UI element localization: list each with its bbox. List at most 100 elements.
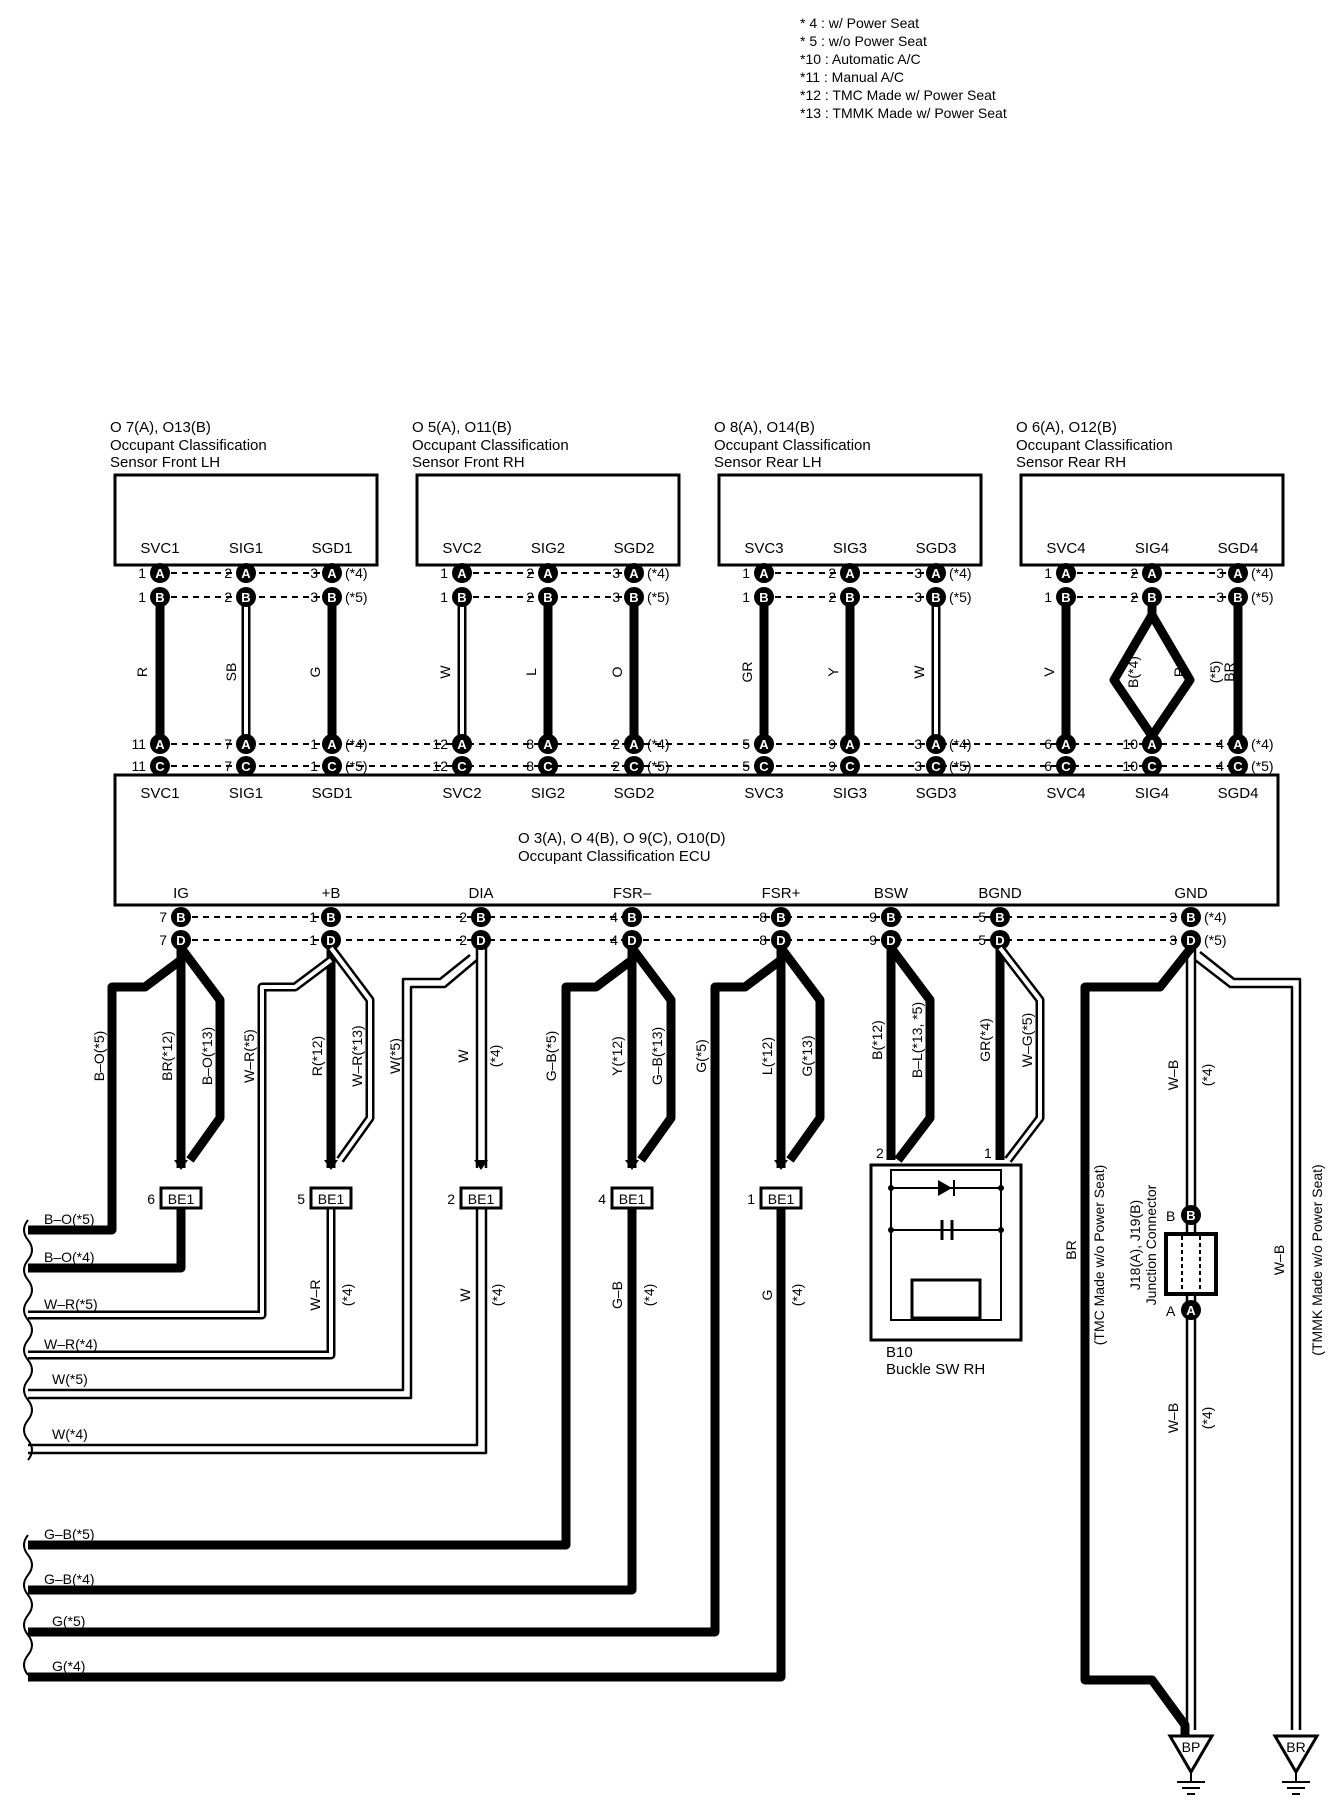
wire-label: W [457, 1288, 473, 1302]
connector-pin: C [150, 756, 170, 776]
pin-letter: B [759, 590, 768, 605]
pin-number: 1 [440, 589, 448, 605]
ecu-terminal-label: IG [173, 885, 189, 902]
pin-letter: D [476, 933, 485, 948]
pin-number: 11 [131, 758, 146, 774]
ecu-terminal-label: SIG3 [833, 785, 867, 802]
pin-number: 4 [598, 1191, 606, 1207]
connector-pin: A [538, 563, 558, 583]
out-label: B–O(*4) [44, 1249, 95, 1265]
wire-label: G(*5) [693, 1039, 709, 1072]
pin-letter: B [886, 910, 895, 925]
terminal-label: SGD3 [916, 540, 957, 557]
wire-label: W–R(*13) [349, 1025, 365, 1086]
legend-line: *10 : Automatic A/C [800, 51, 921, 67]
connector-pin: B [538, 587, 558, 607]
terminal-label: SGD2 [614, 540, 655, 557]
pin-letter: A [1061, 566, 1071, 581]
pin-letter: A [1233, 566, 1243, 581]
wire-label: W–R(*5) [241, 1029, 257, 1083]
pin-number: 7 [224, 736, 232, 752]
pin-letter: B [543, 590, 552, 605]
pin-number: 2 [828, 565, 836, 581]
wire-label: (*4) [641, 1284, 657, 1307]
pin-note: (*4) [345, 736, 368, 752]
wire-label: G–B(*5) [543, 1031, 559, 1082]
connector-pin: C [754, 756, 774, 776]
be1-label: BE1 [619, 1191, 646, 1207]
pin-number: 9 [869, 909, 877, 925]
connector-pin: B [622, 907, 642, 927]
pin-number: 2 [224, 565, 232, 581]
wire-label: W–R [307, 1279, 323, 1310]
pin-note: (*5) [647, 758, 670, 774]
pin-number: 5 [978, 909, 986, 925]
connector-pin: C [236, 756, 256, 776]
pin-number: 2 [459, 909, 467, 925]
wire [28, 1208, 786, 1682]
connector-pin: D [881, 930, 901, 950]
connector-pin: C [1228, 756, 1248, 776]
connector-pin: B [452, 587, 472, 607]
pin-letter: A [1166, 1303, 1176, 1319]
connector-pin: D [171, 930, 191, 950]
ecu-terminal-label: DIA [468, 885, 493, 902]
pin-number: 1 [747, 1191, 755, 1207]
wire-label: G [759, 1290, 775, 1301]
wire-label: B–O(*13) [199, 1027, 215, 1085]
connector-pin: A [322, 563, 342, 583]
sensor-box [1019, 473, 1285, 567]
pin-number: 1 [440, 565, 448, 581]
jconn-name: Junction Connector [1143, 1184, 1159, 1305]
legend-line: * 5 : w/o Power Seat [800, 33, 927, 49]
pin-letter: C [457, 759, 467, 774]
out-label: W–R(*5) [44, 1296, 98, 1312]
pin-letter: B [1186, 1208, 1195, 1223]
pin-note: (*4) [949, 736, 972, 752]
wire [887, 945, 935, 1163]
connector-pin: C [1056, 756, 1076, 776]
pin-number: 1 [310, 758, 318, 774]
wire [28, 956, 184, 1235]
sensor-wire-labels: R SB G W L O GR Y W V B(*4) R (*5) BR [134, 656, 1237, 688]
connector-pin: A [754, 563, 774, 583]
pin-letter: C [1061, 759, 1071, 774]
wire-label: V [1041, 667, 1057, 677]
wire-label: G(*13) [799, 1035, 815, 1076]
pin-number: 8 [759, 932, 767, 948]
wire-label: R(*12) [309, 1036, 325, 1076]
pin-number: 10 [1122, 736, 1138, 752]
pin-letter: B [1233, 590, 1242, 605]
pin-letter: A [1186, 1303, 1196, 1318]
pin-number: 3 [914, 758, 922, 774]
connector-pin: A [236, 734, 256, 754]
ecu-terminal-label: SVC3 [744, 785, 783, 802]
ecu-terminal-label: SGD3 [916, 785, 957, 802]
ecu-terminal-label: SGD4 [1218, 785, 1259, 802]
pin-note: (*5) [345, 589, 368, 605]
pin-number: 8 [759, 909, 767, 925]
pin-number: 5 [742, 758, 750, 774]
connector-pin: B [754, 587, 774, 607]
resistor-icon [910, 1278, 982, 1320]
pin-letter: B [627, 910, 636, 925]
pin-letter: D [1186, 933, 1195, 948]
wire-label: G [307, 667, 323, 678]
connector-pin: A [754, 734, 774, 754]
sensor-name: Sensor Rear RH [1016, 454, 1126, 471]
pin-number: 3 [1216, 589, 1224, 605]
wire [1194, 959, 1294, 1730]
wire-label: W(*5) [387, 1038, 403, 1074]
ecu-box [113, 773, 1280, 907]
wire [1080, 945, 1195, 1735]
wire-label: BR [1063, 1240, 1079, 1259]
terminal-label: SVC1 [140, 540, 179, 557]
connector-pin: D [622, 930, 642, 950]
pin-letter: C [155, 759, 165, 774]
terminal-label: SGD1 [312, 540, 353, 557]
connector-pin: D [990, 930, 1010, 950]
